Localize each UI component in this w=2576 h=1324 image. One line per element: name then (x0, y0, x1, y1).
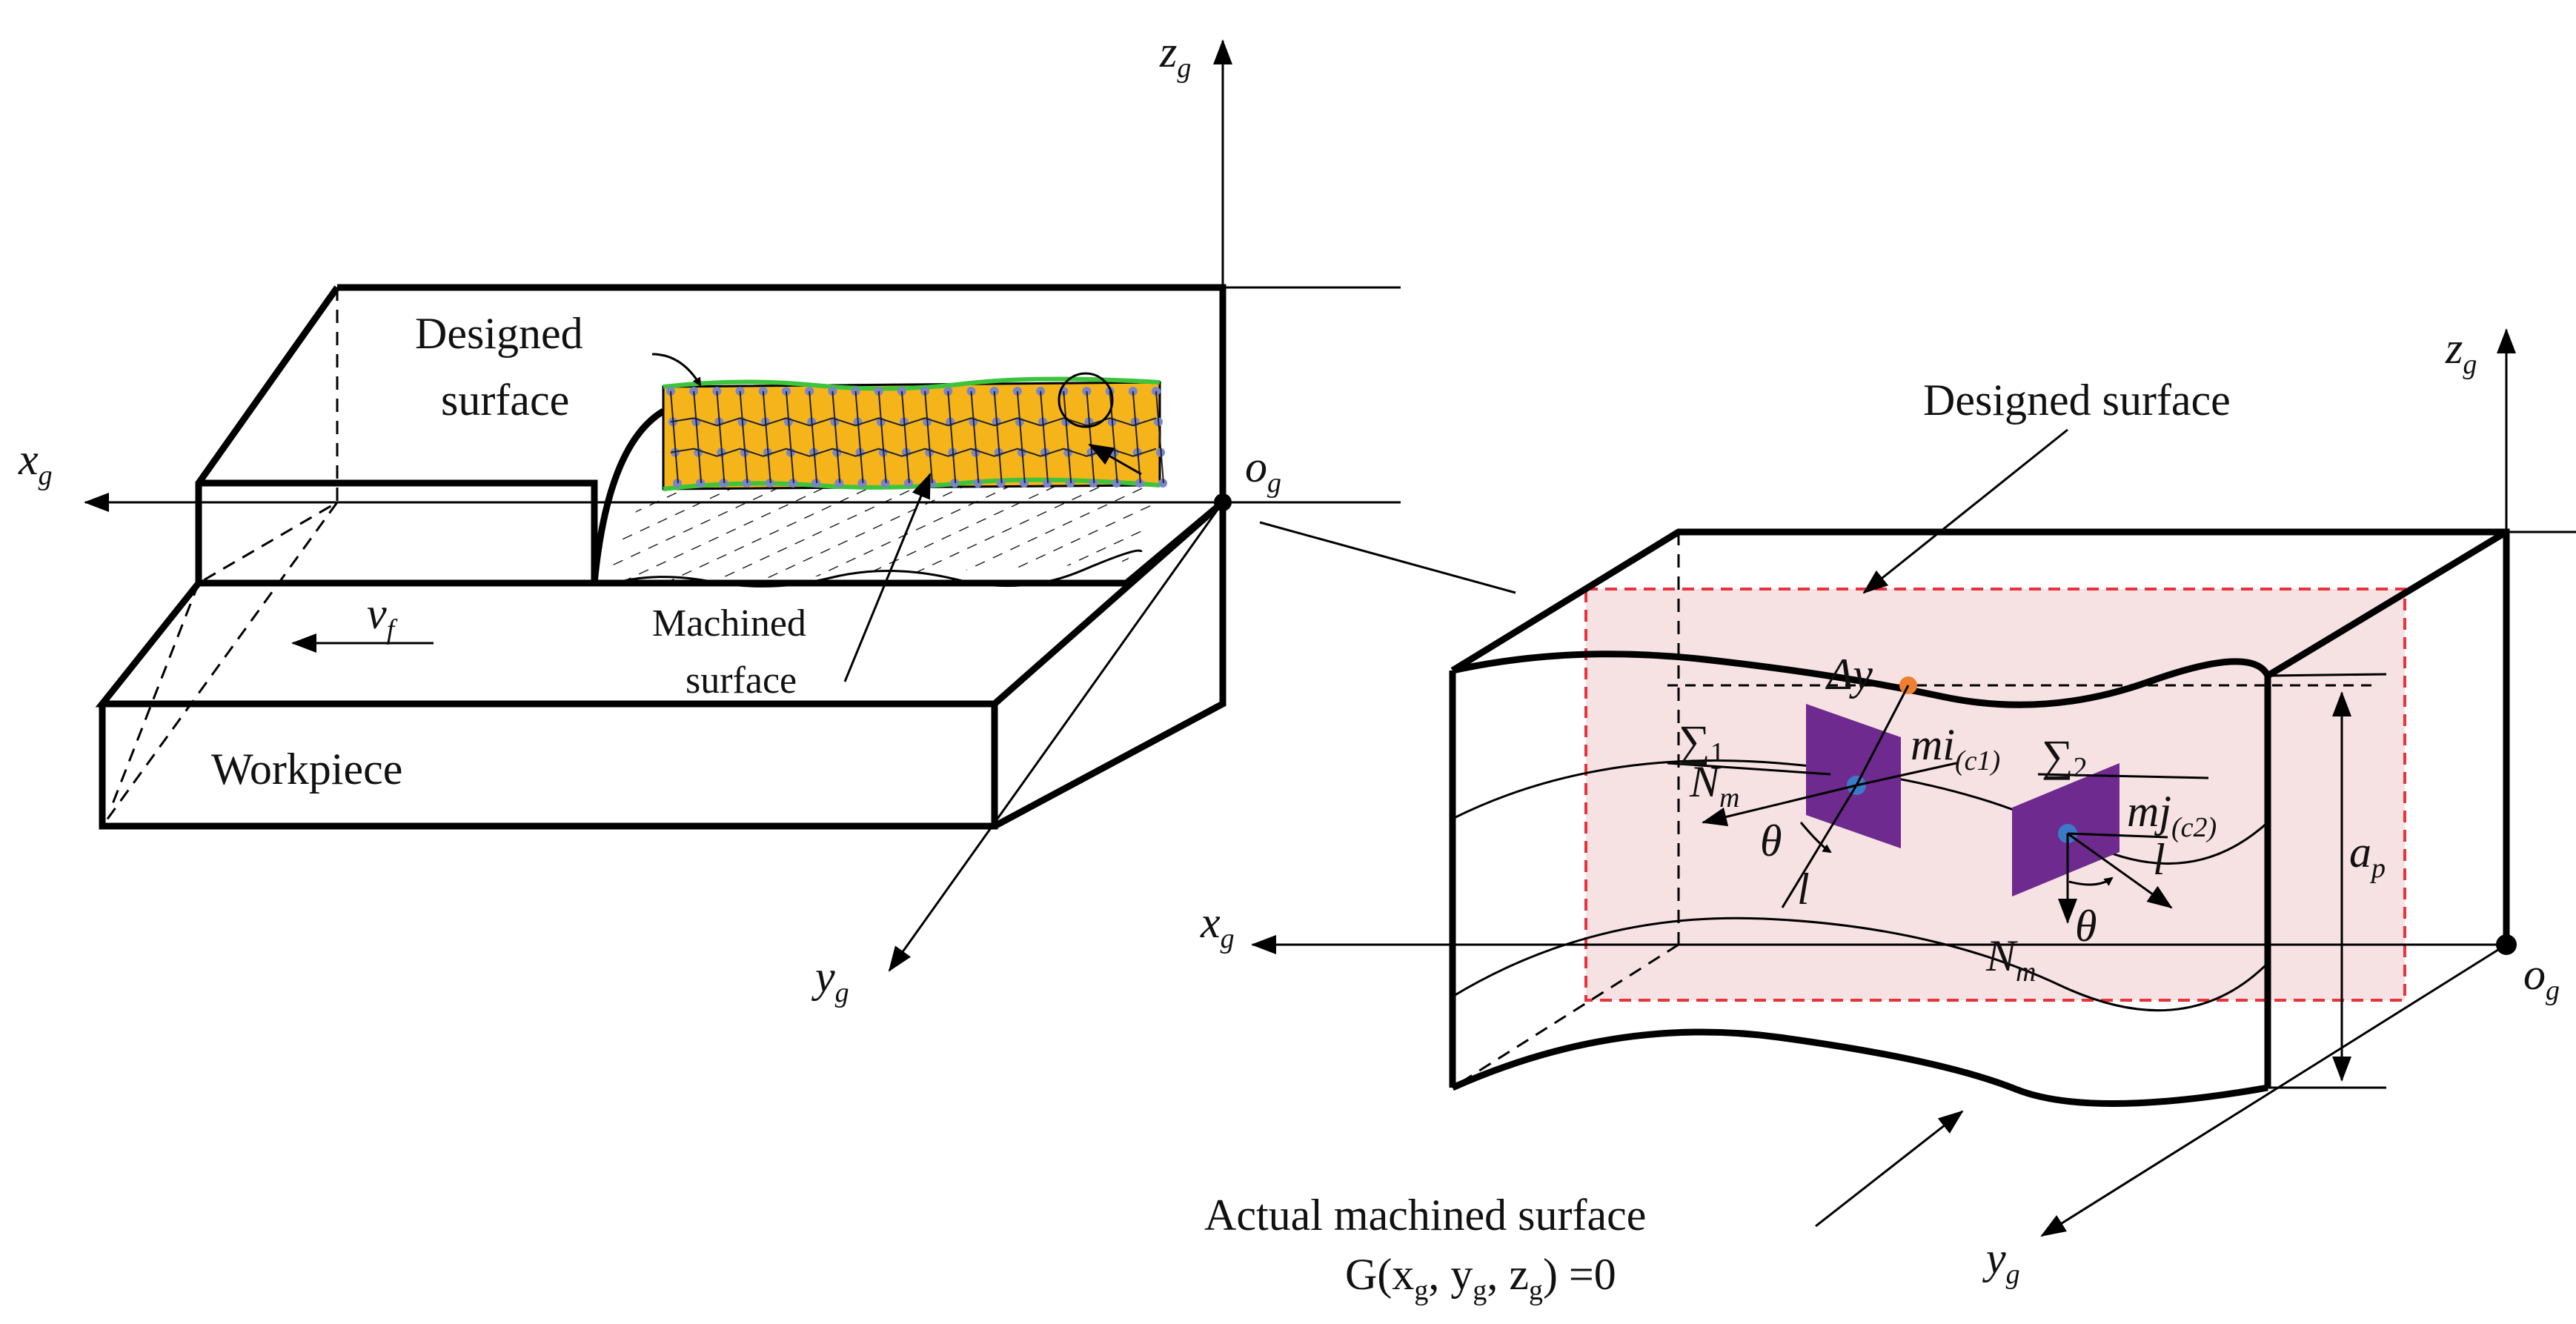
left-labels: zg xg yg og Designed surface Machined su… (18, 27, 1281, 1008)
normal-1-label: Nm (1689, 757, 1739, 814)
delta-y-label: Δy (1825, 650, 1873, 699)
mesh-line (854, 390, 864, 484)
left-axes (84, 39, 1516, 972)
right-detail (1251, 328, 2576, 1237)
sigma-1-label: ∑1 (1679, 716, 1724, 768)
mesh-line (1040, 390, 1049, 484)
actual-surface-label: Actual machined surface (1204, 1191, 1646, 1240)
surface-equation: G(xg, yg, zg) =0 (1345, 1250, 1616, 1306)
mesh-line (739, 390, 748, 484)
mesh-line (693, 390, 703, 484)
mesh-line (900, 390, 910, 484)
mesh-line (809, 390, 818, 484)
mesh-line (947, 390, 957, 484)
left-z-axis-label: zg (1159, 27, 1191, 84)
mesh-line (1063, 390, 1072, 484)
surface-mesh-lines (670, 390, 1164, 484)
designed-surface-patch (662, 376, 1167, 491)
workpiece-label: Workpiece (211, 745, 402, 794)
mesh-line (1155, 390, 1164, 484)
point-mi-label: mi(c1) (1911, 720, 2000, 776)
point-mj-label: mj(c2) (2127, 787, 2217, 843)
right-z-axis-label: zg (2445, 324, 2477, 380)
l-2-label: l (2153, 835, 2165, 884)
mesh-line (1086, 390, 1095, 484)
left-origin-label: og (1245, 442, 1281, 499)
mesh-line (1016, 390, 1026, 484)
theta-1-label: θ (1760, 816, 1782, 865)
mesh-line (993, 390, 1003, 484)
right-y-axis-label: yg (1982, 1234, 2020, 1290)
normal-2-label: Nm (1985, 931, 2036, 988)
mesh-line (670, 390, 679, 484)
mesh-line (670, 417, 1157, 427)
right-labels: zg xg yg og Designed surface Actual mach… (1200, 324, 2560, 1306)
mesh-line (716, 390, 726, 484)
cutting-depth-label: ap (2349, 828, 2386, 884)
mesh-line (924, 390, 934, 484)
right-x-axis-label: xg (1200, 898, 1235, 954)
l-1-label: l (1797, 865, 1810, 914)
mesh-line (1132, 390, 1141, 484)
left-workpiece (95, 284, 1226, 830)
mesh-line (877, 390, 887, 484)
left-designed-label-1: Designed (415, 309, 583, 358)
left-x-axis-label: xg (18, 435, 53, 491)
mesh-line (831, 390, 841, 484)
sigma-2-label: ∑2 (2042, 731, 2088, 783)
left-designed-label-2: surface (441, 376, 569, 425)
mesh-line (670, 448, 1157, 457)
mesh-line (785, 390, 794, 484)
left-machined-label-2: surface (686, 659, 797, 702)
theta-2-label: θ (2075, 902, 2097, 951)
left-y-axis-label: yg (811, 952, 849, 1008)
mesh-line (762, 390, 771, 484)
mesh-line (970, 390, 980, 484)
feed-speed-label: vf (367, 589, 398, 645)
right-designed-surface-label: Designed surface (1923, 376, 2231, 425)
left-machined-label-1: Machined (652, 602, 806, 645)
right-origin-label: og (2523, 950, 2560, 1006)
